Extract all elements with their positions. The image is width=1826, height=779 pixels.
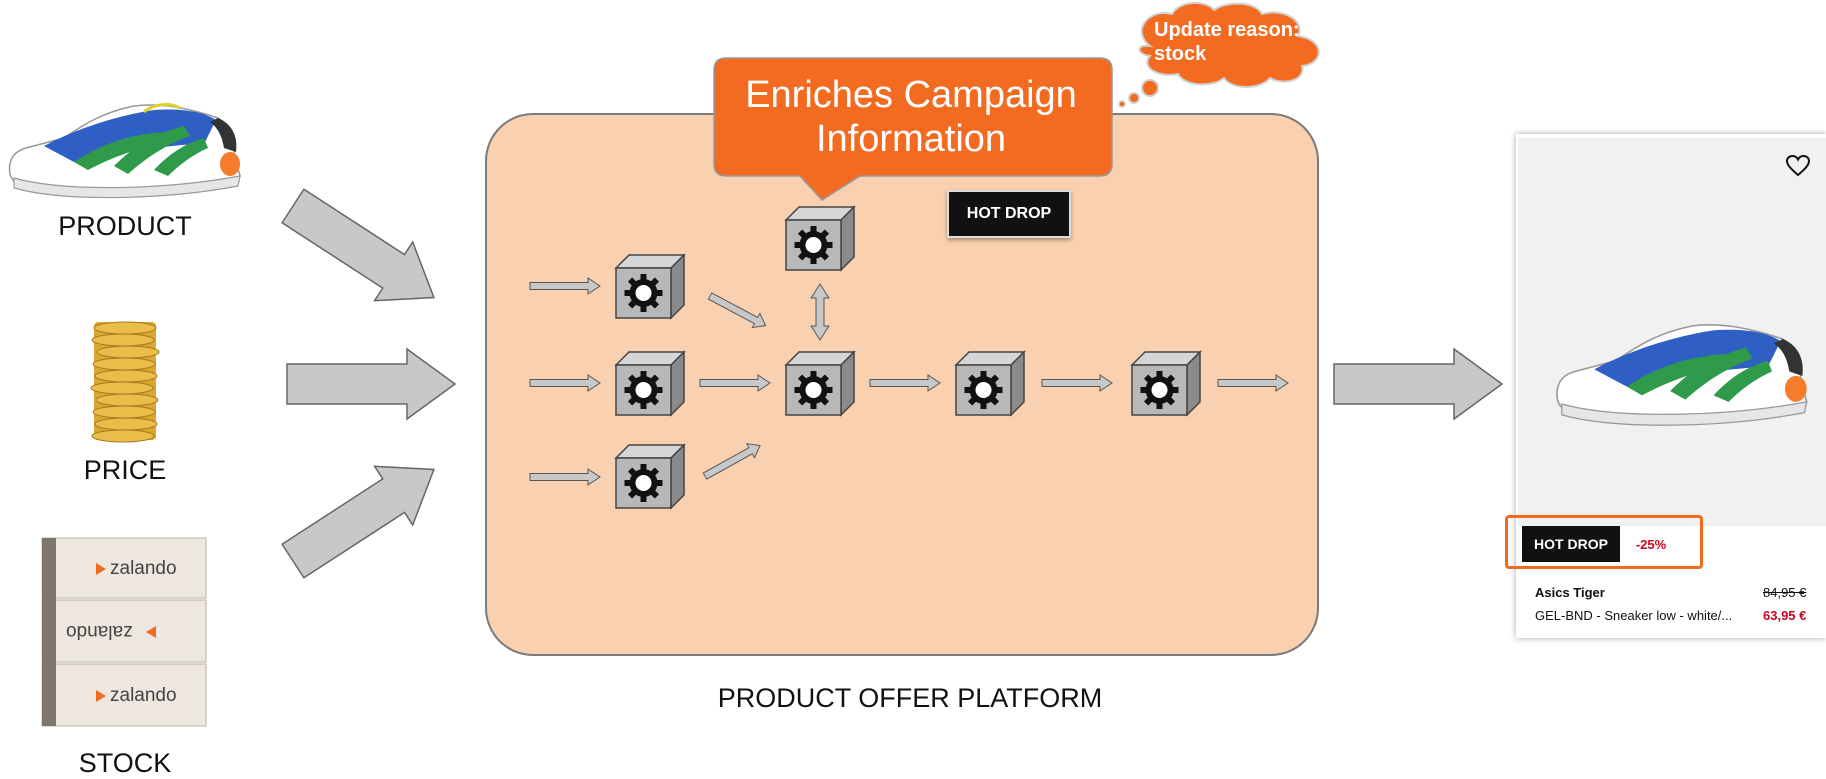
original-price: 84,95 € [1763, 585, 1807, 600]
product-card-sneaker [1556, 324, 1808, 426]
arrow-stock-to-platform [273, 439, 454, 592]
flow-arrow [699, 374, 771, 392]
processor-cube [1131, 351, 1201, 416]
flow-arrow [529, 468, 601, 486]
stock-label: STOCK [78, 748, 172, 778]
heart-icon[interactable] [1785, 154, 1811, 178]
processor-cube [615, 254, 685, 319]
flow-arrow [529, 374, 601, 392]
campaign-callout [713, 57, 1113, 201]
flow-arrow [869, 374, 941, 392]
box-brand-label: zalando [110, 685, 177, 706]
bidirectional-arrow [810, 283, 830, 341]
flow-arrow [705, 288, 770, 334]
processor-cube [955, 351, 1025, 416]
box-brand-label: zalando [66, 621, 133, 642]
thought-bubble [1118, 2, 1320, 108]
processor-cube [615, 351, 685, 416]
processor-cube [785, 206, 855, 271]
arrow-platform-to-card [1333, 348, 1503, 420]
price-coins-image [90, 321, 160, 443]
box-brand-label: zalando [110, 558, 177, 579]
flow-arrow [700, 437, 765, 484]
badge-highlight [1505, 515, 1703, 569]
arrow-price-to-platform [286, 348, 456, 420]
platform-label: PRODUCT OFFER PLATFORM [717, 683, 1103, 713]
processor-cube [785, 351, 855, 416]
sale-price: 63,95 € [1763, 608, 1807, 623]
product-description[interactable]: GEL-BND - Sneaker low - white/... [1535, 608, 1733, 623]
product-image [8, 103, 242, 200]
flow-arrow [1041, 374, 1113, 392]
product-brand: Asics Tiger [1535, 585, 1605, 600]
discount-badge: -25% [1620, 526, 1682, 562]
stock-boxes-image [41, 537, 207, 727]
price-label: PRICE [83, 455, 167, 485]
callout-text: Enriches Campaign Information [745, 74, 1077, 160]
flow-arrow [529, 277, 601, 295]
card-hot-drop-badge: HOT DROP [1522, 526, 1620, 562]
processor-cube [615, 444, 685, 509]
arrow-product-to-platform [273, 175, 454, 328]
product-label: PRODUCT [58, 211, 192, 241]
thought-text: Update reason: stock [1154, 19, 1300, 65]
hot-drop-badge: HOT DROP [947, 190, 1071, 238]
flow-arrow [1217, 374, 1289, 392]
